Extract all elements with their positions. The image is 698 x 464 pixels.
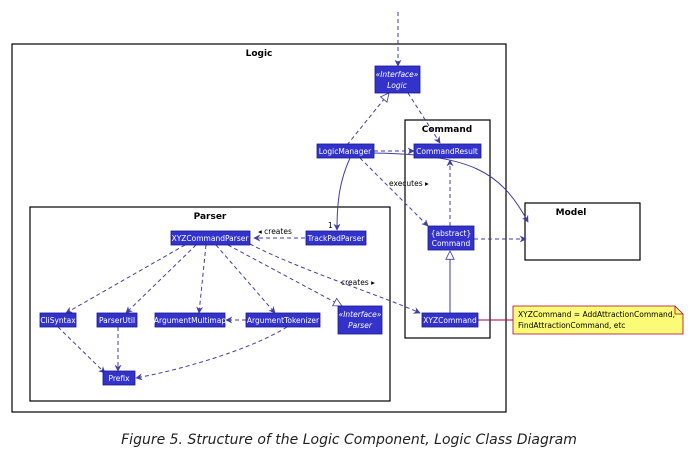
parser-interface-class: «Interface» Parser (337, 305, 383, 335)
argument-tokenizer-name: ArgumentTokenizer (247, 316, 320, 325)
xyz-command-class: XYZCommand (421, 312, 479, 328)
logic-uses-commandresult (407, 92, 441, 144)
clisyntax-to-prefix (57, 326, 106, 374)
argument-tokenizer-class: ArgumentTokenizer (245, 312, 321, 328)
xyz-command-name: XYZCommand (423, 316, 477, 325)
xyz-command-parser-name: XYZCommandParser (172, 234, 250, 243)
logic-manager-name: LogicManager (319, 147, 372, 156)
logic-manager-class: LogicManager (316, 143, 375, 159)
parser-util-name: ParserUtil (99, 316, 135, 325)
xyzcommandparser-realizes-parser (227, 244, 342, 307)
logic-interface-class: «Interface» Logic (374, 65, 421, 94)
xyzcommandparser-creates-xyzcommand (249, 243, 421, 314)
cli-syntax-class: CliSyntax (39, 312, 77, 328)
note-line-1: XYZCommand = AddAttractionCommand, (518, 310, 675, 319)
logicmanager-to-model (373, 152, 529, 223)
multiplicity-label: 1 (328, 221, 333, 230)
command-class-name: Command (432, 239, 471, 248)
logic-stereotype: «Interface» (376, 70, 419, 79)
model-package-title: Model (556, 208, 587, 218)
prefix-class: Prefix (102, 370, 136, 386)
logicmanager-executes-command (359, 157, 429, 227)
argument-multimap-class: ArgumentMultimap (154, 312, 226, 328)
cli-syntax-name: CliSyntax (40, 316, 76, 325)
model-package: Model (524, 202, 641, 261)
relationship-lines (57, 12, 529, 381)
command-result-name: CommandResult (416, 147, 478, 156)
logicmanager-realizes-logic (346, 93, 389, 146)
command-package-title: Command (422, 125, 472, 135)
trackpad-parser-name: TrackPadParser (307, 234, 366, 243)
logicmanager-to-trackpadparser (333, 157, 351, 231)
command-stereotype: {abstract} (431, 229, 472, 238)
parser-to-clisyntax (65, 244, 186, 314)
figure-caption: Figure 5. Structure of the Logic Compone… (121, 432, 577, 448)
logic-package-title: Logic (246, 49, 273, 59)
logic-class-name: Logic (387, 81, 408, 90)
trackpad-parser-class: TrackPadParser (305, 230, 367, 246)
command-result-class: CommandResult (413, 143, 482, 159)
creates-right-label: creates ▸ (341, 278, 375, 287)
parser-stereotype: «Interface» (339, 310, 382, 319)
parser-package-title: Parser (194, 212, 227, 222)
argument-multimap-name: ArgumentMultimap (154, 316, 226, 325)
logic-class-diagram: Logic Command Parser Model (11, 12, 684, 413)
command-package: Command (404, 119, 491, 339)
xyz-command-parser-class: XYZCommandParser (170, 230, 251, 246)
abstract-command-class: {abstract} Command (427, 225, 475, 251)
tokenizer-to-prefix (135, 326, 288, 381)
parser-package: Parser (29, 206, 391, 402)
prefix-name: Prefix (108, 374, 130, 383)
parser-to-argumenttokenizer (215, 244, 276, 314)
parser-to-parserutil (125, 244, 197, 314)
logic-package: Logic (11, 43, 507, 413)
parser-class-name: Parser (348, 321, 373, 330)
executes-label: executes ▸ (389, 179, 429, 188)
note-line-2: FindAttractionCommand, etc (518, 321, 625, 330)
xyzcommand-note: XYZCommand = AddAttractionCommand, FindA… (512, 305, 684, 335)
parser-util-class: ParserUtil (96, 312, 138, 328)
parser-to-argumentmultimap (196, 244, 207, 314)
creates-left-label: ◂ creates (258, 227, 292, 236)
